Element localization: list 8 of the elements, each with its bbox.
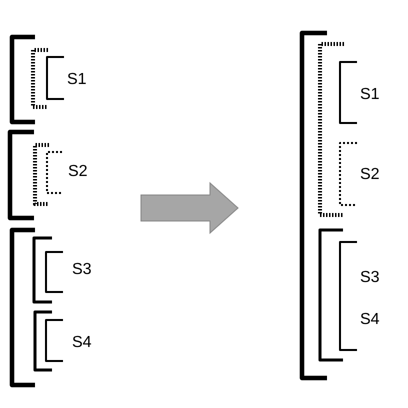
section-label: S4 [72, 334, 92, 352]
section-label: S3 [360, 269, 380, 287]
section-label: S2 [68, 163, 88, 181]
section-label: S2 [360, 166, 380, 184]
section-label: S3 [72, 261, 92, 279]
section-label: S4 [360, 311, 380, 329]
section-label: S1 [360, 86, 380, 104]
section-label: S1 [67, 71, 87, 89]
